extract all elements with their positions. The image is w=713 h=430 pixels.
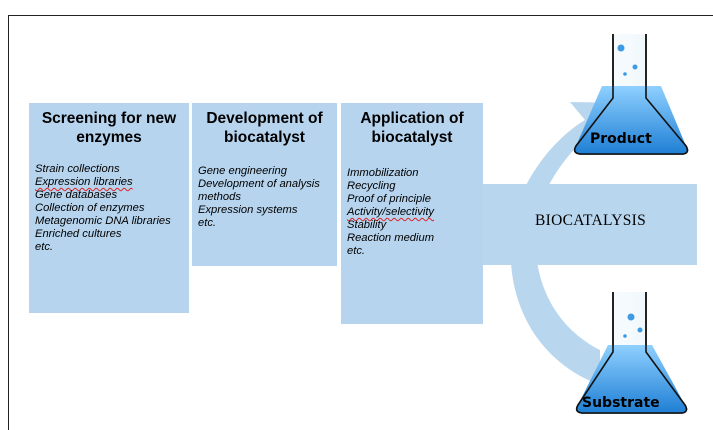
list-item: Enriched cultures — [35, 228, 122, 240]
list-item: Strain collections — [35, 163, 120, 175]
application-list: Immobilization Recycling Proof of princi… — [347, 167, 477, 258]
biocatalysis-label: BIOCATALYSIS — [535, 212, 647, 229]
list-item: Expression systems — [198, 204, 298, 216]
screening-box: Screening for new enzymes Strain collect… — [29, 103, 189, 313]
list-item: Metagenomic DNA libraries — [35, 215, 171, 227]
list-item: Stability — [347, 219, 387, 231]
list-item: Reaction medium — [347, 232, 435, 244]
list-item: Proof of principle — [347, 193, 431, 205]
application-box: Application of biocatalyst Immobilizatio… — [341, 103, 483, 324]
curved-arrow — [510, 102, 626, 385]
product-flask — [573, 34, 689, 155]
figure-frame — [8, 15, 713, 430]
list-item: Collection of enzymes — [35, 202, 145, 214]
product-label: Product — [590, 131, 652, 147]
list-item: Recycling — [347, 180, 396, 192]
development-box: Development of biocatalyst Gene engineer… — [192, 103, 337, 266]
list-item: Gene databases — [35, 189, 118, 201]
list-item: Gene engineering — [198, 165, 287, 177]
substrate-flask — [575, 292, 688, 414]
biocatalysis-arrow — [425, 184, 697, 265]
list-item: Expression libraries — [35, 176, 133, 188]
list-item: Activity/selectivity — [347, 206, 435, 218]
list-item: etc. — [198, 217, 217, 229]
screening-list: Strain collections Expression libraries … — [35, 163, 183, 254]
list-item: Development of analysis methods — [198, 178, 320, 203]
list-item: etc. — [35, 241, 54, 253]
list-item: etc. — [347, 245, 366, 257]
development-title: Development of biocatalyst — [206, 110, 323, 146]
development-list: Gene engineering Development of analysis… — [198, 165, 331, 230]
list-item: Immobilization — [347, 167, 419, 179]
screening-title: Screening for new enzymes — [41, 110, 177, 146]
substrate-label: Substrate — [582, 395, 660, 411]
application-title: Application of biocatalyst — [360, 110, 464, 146]
